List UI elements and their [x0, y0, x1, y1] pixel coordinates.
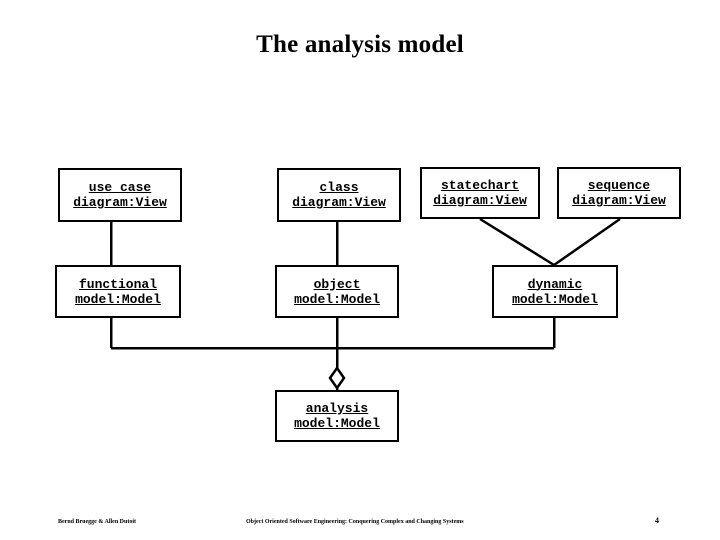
footer-book-title: Object Oriented Software Engineering: Co…	[246, 519, 464, 525]
uml-node-type: diagram:View	[433, 193, 527, 208]
uml-node-use-case-diagram[interactable]: use case diagram:View	[58, 168, 182, 222]
uml-node-type: model:Model	[294, 416, 380, 431]
edge-sequence-dynamic	[553, 217, 621, 267]
uml-node-type: diagram:View	[73, 195, 167, 210]
uml-node-type: diagram:View	[572, 193, 666, 208]
uml-node-dynamic-model[interactable]: dynamic model:Model	[492, 265, 618, 318]
uml-node-type: model:Model	[75, 291, 161, 307]
uml-node-name: object	[313, 276, 361, 292]
uml-node-statechart-diagram[interactable]: statechart diagram:View	[420, 167, 540, 219]
uml-node-type: model:Model	[294, 291, 380, 307]
uml-node-name: analysis	[305, 401, 369, 416]
uml-node-type: diagram:View	[292, 195, 386, 210]
aggregation-diamond-icon	[328, 365, 346, 391]
uml-node-name: sequence	[587, 178, 651, 193]
uml-node-name: dynamic	[527, 276, 583, 292]
page-title: The analysis model	[256, 31, 464, 58]
uml-node-functional-model[interactable]: functional model:Model	[55, 265, 181, 318]
slide-footer: Bernd Bruegge & Allen Dutoit Object Orie…	[0, 512, 720, 532]
uml-node-name: statechart	[440, 178, 519, 193]
footer-page-number: 4	[655, 516, 659, 525]
footer-author: Bernd Bruegge & Allen Dutoit	[58, 519, 136, 525]
uml-node-name: functional	[78, 276, 157, 292]
edge-statechart-dynamic	[479, 217, 555, 267]
uml-node-name: use case	[88, 180, 152, 195]
uml-node-analysis-model[interactable]: analysis model:Model	[275, 390, 399, 442]
uml-node-name: class	[319, 180, 359, 195]
uml-node-sequence-diagram[interactable]: sequence diagram:View	[557, 167, 681, 219]
uml-node-class-diagram[interactable]: class diagram:View	[277, 168, 401, 222]
uml-node-object-model[interactable]: object model:Model	[275, 265, 399, 318]
uml-node-type: model:Model	[512, 291, 598, 307]
